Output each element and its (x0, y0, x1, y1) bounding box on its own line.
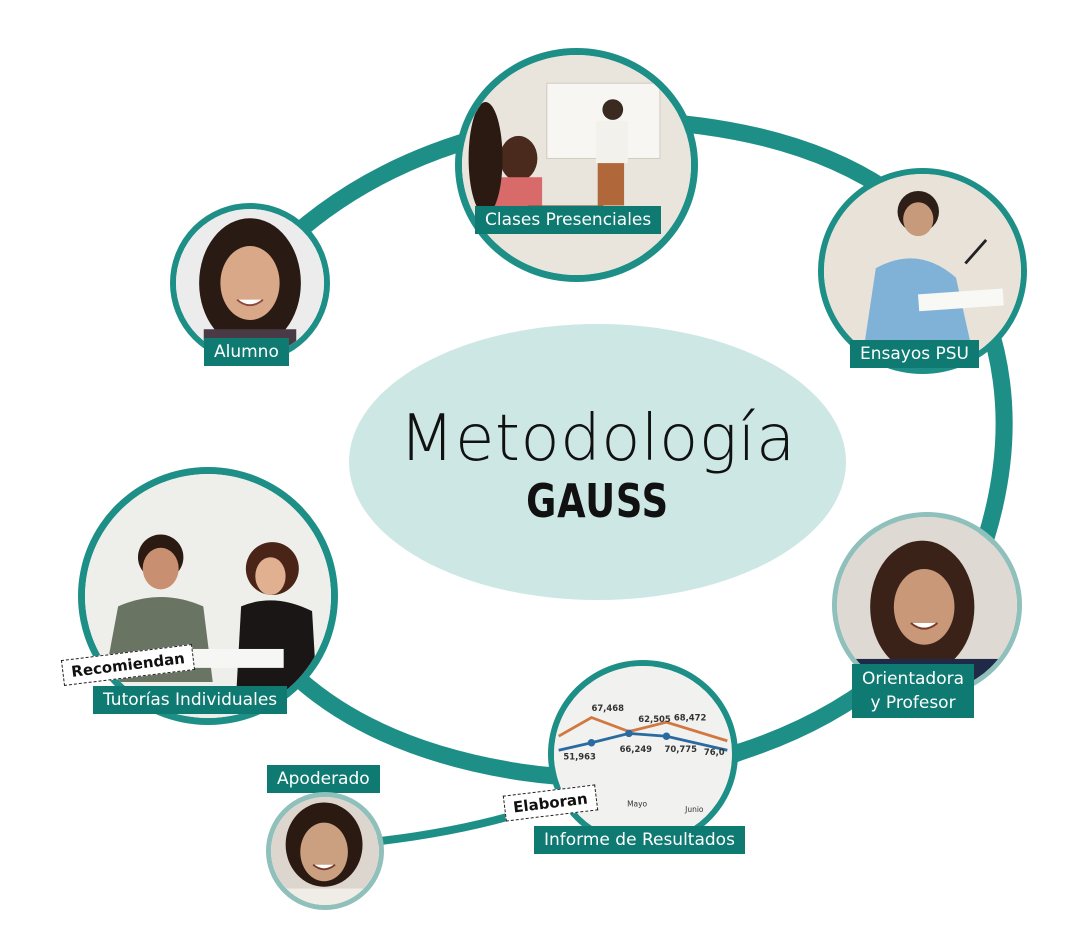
apoderado-label: Apoderado (267, 765, 380, 793)
center-ellipse: Metodología GAUSS (349, 324, 846, 600)
informe-val-7: 76,0 (704, 747, 725, 757)
informe-val-2: 62,505 (638, 714, 671, 724)
informe-val-5: 66,249 (620, 744, 653, 754)
tutorias-label: Tutorías Individuales (93, 686, 288, 714)
center-subtitle: GAUSS (526, 474, 669, 528)
orientadora-label-line2: y Profesor (870, 693, 956, 713)
informe-val-6: 70,775 (665, 744, 698, 754)
informe-val-3: 68,472 (674, 712, 707, 722)
informe-month-2: Junio (684, 805, 704, 814)
node-informe: 67,468 62,505 68,472 51,963 66,249 70,77… (534, 660, 748, 856)
informe-month-1: Mayo (627, 799, 647, 808)
node-ensayos-psu: Ensayos PSU (818, 168, 1027, 374)
informe-label: Informe de Resultados (534, 826, 745, 854)
ensayos-label: Ensayos PSU (850, 340, 979, 368)
center-title: Metodología (399, 402, 796, 476)
ensayos-photo (818, 168, 1027, 374)
node-tutorias: Tutorías Individuales (78, 467, 338, 725)
node-apoderado: Apoderado (264, 765, 394, 910)
informe-val-4: 51,963 (563, 752, 596, 762)
apoderado-photo (266, 792, 384, 910)
node-alumno: Alumno (170, 203, 330, 367)
informe-val-1: 67,468 (591, 703, 624, 713)
orientadora-label: Orientadora y Profesor (852, 664, 975, 718)
clases-photo (455, 48, 698, 282)
node-orientadora: Orientadora y Profesor (832, 512, 1022, 718)
alumno-label: Alumno (204, 338, 289, 366)
informe-photo: 67,468 62,505 68,472 51,963 66,249 70,77… (548, 660, 738, 848)
node-clases-presenciales: Clases Presenciales (455, 48, 698, 282)
orientadora-label-line1: Orientadora (862, 669, 965, 689)
clases-label: Clases Presenciales (475, 206, 662, 234)
